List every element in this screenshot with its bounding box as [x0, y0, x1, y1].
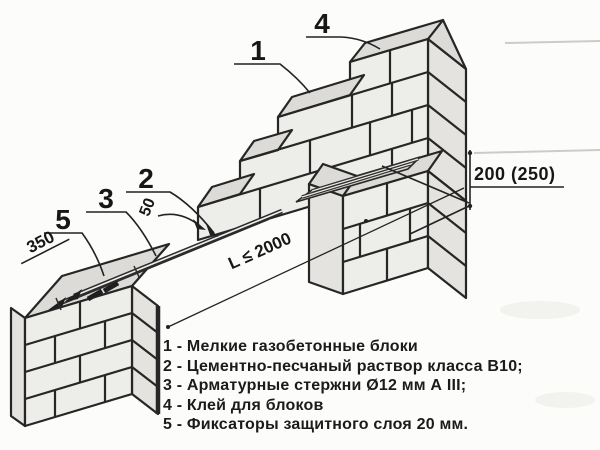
scan-artifact-line: [473, 149, 600, 154]
scan-artifact-line: [504, 40, 600, 44]
scan-smudge: [535, 392, 595, 408]
pier-end-course-lines: [131, 312, 159, 388]
lower-wall: [307, 149, 468, 300]
dim-span-line: [167, 187, 465, 328]
dim-200-label: 200 (250): [474, 164, 556, 184]
dim-span-mid-dot: [364, 219, 368, 223]
dim-span-group: L ≤ 2000: [225, 229, 294, 273]
legend-item: 1 - Мелкие газобетонные блоки: [163, 338, 418, 355]
pier-joint-lines: [53, 302, 107, 417]
lower-wall-end-course-lines: [427, 202, 467, 267]
dim-50-label: 50: [137, 196, 159, 219]
lower-wall-course-lines: [342, 201, 429, 264]
pier-course-lines: [24, 311, 133, 401]
callout-1-leader: [234, 63, 311, 94]
legend-item: 5 - Фиксаторы защитного слоя 20 мм.: [163, 416, 469, 433]
callout-2-leader: [126, 191, 215, 234]
dim-span-label: L ≤ 2000: [225, 229, 294, 273]
callout-4-leader: [306, 36, 381, 50]
dim-50-arrowhead: [193, 219, 206, 230]
dim-200-leaders: [381, 165, 470, 235]
rebar-end-arrow: [48, 297, 66, 310]
callout-3-label: 3: [98, 183, 114, 214]
legend: 1 - Мелкие газобетонные блоки 2 - Цемент…: [163, 337, 583, 435]
dim-50-group: 50: [137, 196, 159, 219]
dim-200-dot: [467, 203, 473, 209]
callout-2-label: 2: [138, 163, 154, 194]
upper-wall-end-course-lines: [427, 71, 467, 202]
dim-350-label: 350: [24, 227, 58, 257]
pier-left-end-face: [9, 306, 27, 428]
rebar-highlight: [73, 210, 283, 297]
dim-span-end-dot: [166, 325, 170, 329]
left-pier: [9, 242, 171, 428]
lower-wall-joint-lines: [358, 183, 412, 280]
callout-2-arrowhead: [206, 224, 218, 237]
embedment-dim-ticks: [55, 265, 140, 311]
legend-item: 2 - Цементно-песчаный раствор класса В10…: [163, 357, 523, 375]
rebar-highlight: [311, 158, 419, 192]
upper-wall: [196, 18, 468, 242]
callout-1-label: 1: [250, 35, 266, 66]
lower-wall-end-face: [426, 169, 468, 300]
opening-jamb-end-face: [307, 182, 345, 296]
callout-5-leader: [44, 232, 105, 277]
scan-smudge: [500, 301, 580, 319]
callout-5-label: 5: [55, 204, 71, 235]
legend-item: 4 - Клей для блоков: [163, 396, 324, 414]
protective-layer-fixators: [86, 280, 120, 302]
dim-200-dot: [467, 150, 473, 156]
dim-350-line: [20, 238, 70, 265]
scan-artifacts: [473, 40, 600, 154]
callout-4-label: 4: [314, 8, 330, 39]
scan-smudges: [500, 301, 595, 408]
rebar-end-arrow: [64, 289, 82, 302]
upper-wall-course-lines: [197, 70, 429, 209]
legend-item: 3 - Арматурные стержни Ø12 мм А III;: [163, 377, 467, 394]
callout-3-leader: [86, 211, 157, 257]
